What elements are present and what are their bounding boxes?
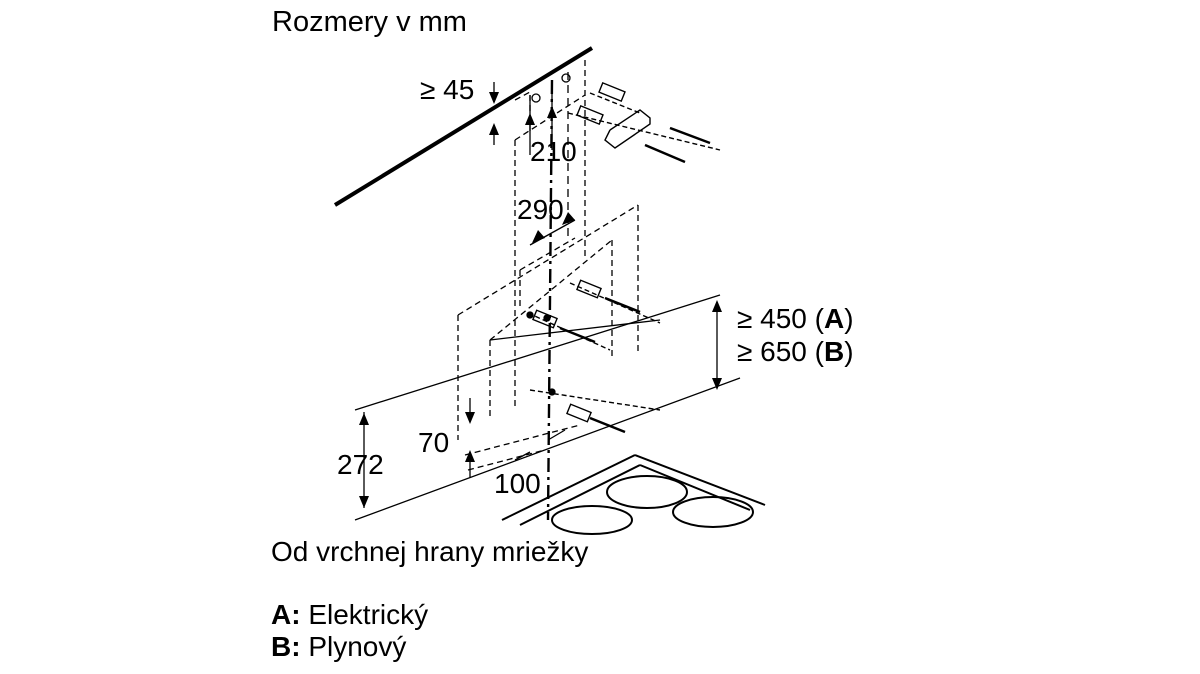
anchor-5: [529, 389, 661, 434]
center-axis: [546, 79, 554, 521]
clearance-gas-code: B: [823, 336, 845, 367]
legend-item-electric: A: Elektrický: [271, 601, 428, 629]
anchor-2: [567, 104, 721, 151]
hood-line-3: [489, 319, 661, 341]
lower-chimney-outline: [457, 204, 639, 440]
page-title: Rozmery v mm: [272, 6, 467, 38]
clearance-electric-close: ): [844, 303, 854, 334]
hood-line-4: [464, 424, 581, 456]
screw-2: [644, 143, 686, 164]
dimension-272: 272: [337, 449, 384, 480]
hood-line-1: [354, 294, 721, 411]
legend-label-b: Plynový: [308, 631, 407, 662]
hood-line-2: [354, 377, 741, 521]
arrowheads: [359, 92, 722, 508]
legend-code-a: A:: [271, 599, 301, 630]
dimension-min-45: ≥ 45: [420, 74, 475, 105]
clearance-gas-value: ≥ 650 (: [737, 336, 824, 367]
clearance-electric: ≥ 450 (A): [737, 305, 854, 333]
hob-drawing: [501, 454, 766, 535]
dimension-100: 100: [494, 468, 541, 499]
screw-1: [669, 126, 711, 145]
anchor-3: [569, 279, 661, 324]
legend-item-gas: B: Plynový: [271, 633, 406, 661]
caption: Od vrchnej hrany mriežky: [271, 536, 589, 567]
bracket: [604, 109, 651, 149]
ceiling-line: [333, 46, 594, 207]
legend-code-b: B:: [271, 631, 301, 662]
legend-label-a: Elektrický: [308, 599, 429, 630]
dimension-70: 70: [418, 427, 450, 458]
clearance-electric-value: ≥ 450 (: [737, 303, 824, 334]
dimension-210: 210: [530, 136, 577, 167]
dimension-290: 290: [517, 194, 564, 225]
clearance-electric-code: A: [823, 303, 845, 334]
clearance-gas: ≥ 650 (B): [737, 338, 854, 366]
clearance-gas-close: ): [844, 336, 854, 367]
anchor-1: [589, 81, 641, 114]
pivot-points: [526, 73, 571, 396]
hood-line-5: [467, 449, 546, 471]
